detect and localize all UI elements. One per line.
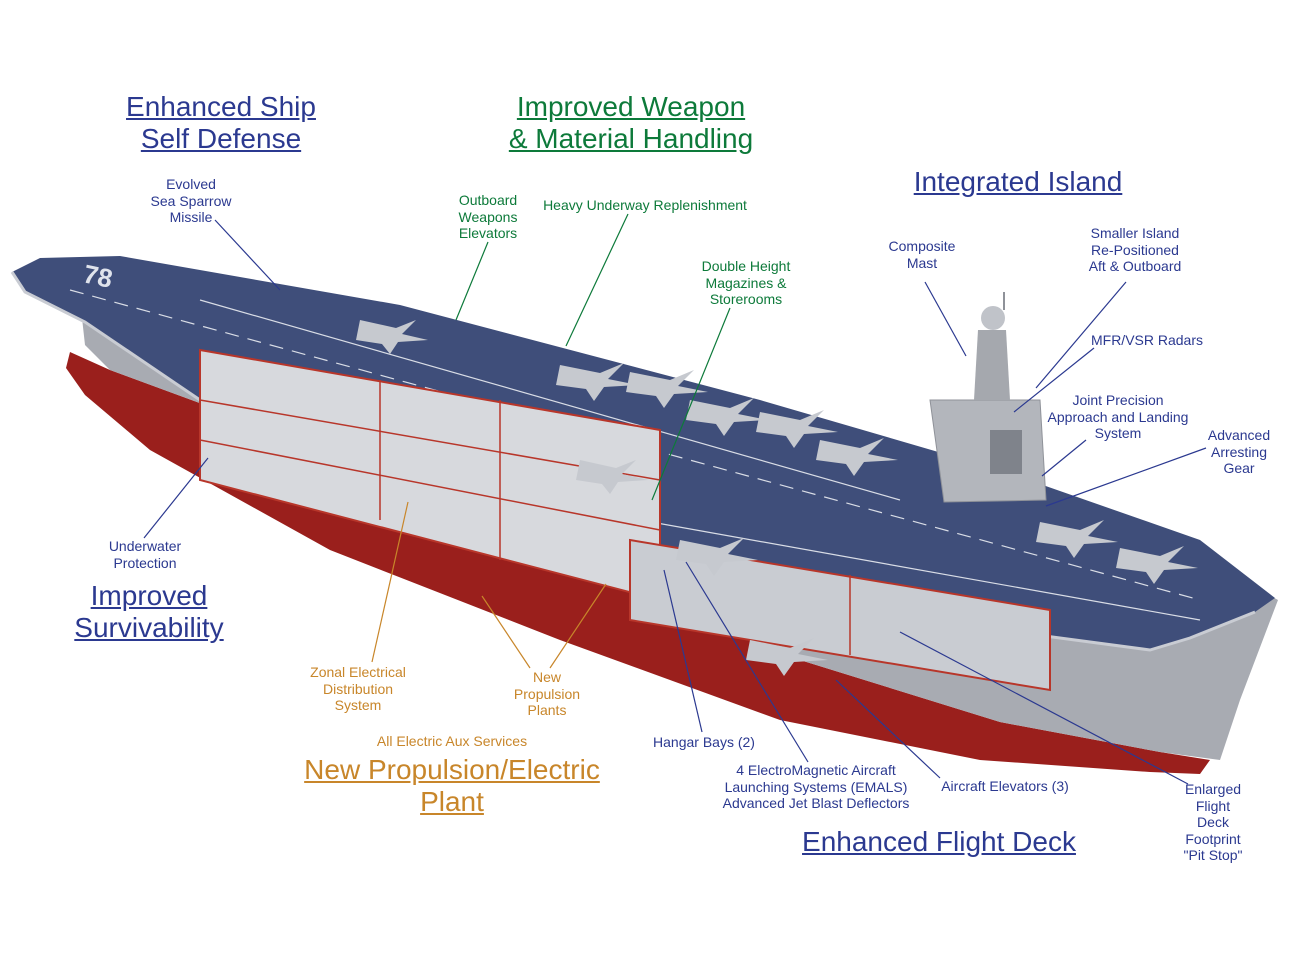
leader-line: [143, 457, 209, 539]
leader-line: [371, 501, 409, 663]
leader-line: [835, 679, 941, 779]
cutaway-deck-line: [199, 439, 661, 531]
heading-improved-survivability: Improved Survivability: [74, 580, 224, 643]
aircraft: [356, 320, 1198, 676]
leader-line: [924, 281, 967, 357]
leader-line: [1035, 281, 1127, 389]
leader-line: [1045, 447, 1207, 507]
island-superstructure: [929, 399, 1047, 503]
label-zonal-electrical-distribution: Zonal Electrical Distribution System: [310, 664, 406, 713]
leader-line: [1041, 439, 1087, 477]
label-evolved-sea-sparrow-missile: Evolved Sea Sparrow Missile: [150, 176, 232, 225]
leader-line: [1013, 347, 1095, 413]
label-enlarged-flight-deck-footprint: Enlarged Flight Deck Footprint "Pit Stop…: [1183, 781, 1243, 863]
heading-improved-weapon-handling: Improved Weapon & Material Handling: [508, 91, 754, 154]
label-mfr-vsr-radars: MFR/VSR Radars: [1090, 332, 1204, 348]
island-radar-panel: [990, 430, 1022, 474]
deck-line: [639, 519, 1201, 621]
leader-line: [214, 219, 281, 291]
heading-integrated-island: Integrated Island: [913, 166, 1123, 197]
label-composite-mast: Composite Mast: [888, 238, 956, 271]
leader-line: [899, 631, 1189, 785]
leader-line: [455, 241, 489, 321]
cutaway-section: [629, 538, 1051, 692]
label-emals: 4 ElectroMagnetic Aircraft Launching Sys…: [722, 762, 910, 811]
label-double-height-magazines: Double Height Magazines & Storerooms: [701, 258, 791, 307]
leader-line: [481, 595, 531, 669]
label-joint-precision-approach-landing-system: Joint Precision Approach and Landing Sys…: [1047, 392, 1189, 441]
leader-line: [663, 569, 703, 733]
leader-line: [685, 561, 809, 763]
label-aircraft-elevators: Aircraft Elevators (3): [941, 778, 1069, 794]
hull-number: 78: [81, 259, 116, 294]
label-smaller-island: Smaller Island Re-Positioned Aft & Outbo…: [1088, 225, 1182, 274]
heading-enhanced-ship-self-defense: Enhanced Ship Self Defense: [126, 91, 316, 154]
label-hangar-bays: Hangar Bays (2): [653, 734, 755, 750]
heading-new-propulsion-electric-plant: New Propulsion/Electric Plant: [304, 754, 600, 817]
label-outboard-weapons-elevators: Outboard Weapons Elevators: [458, 192, 518, 241]
label-all-electric-aux-services: All Electric Aux Services: [376, 733, 528, 749]
label-heavy-underway-replenishment: Heavy Underway Replenishment: [543, 197, 747, 213]
deck-line: [199, 299, 901, 501]
mast-dome: [981, 306, 1005, 330]
label-underwater-protection: Underwater Protection: [108, 538, 182, 571]
label-new-propulsion-plants: New Propulsion Plants: [513, 669, 581, 718]
composite-mast: [974, 330, 1010, 400]
leader-line: [651, 307, 731, 501]
leader-line: [549, 583, 607, 669]
label-advanced-arresting-gear: Advanced Arresting Gear: [1207, 427, 1271, 476]
leader-line: [565, 213, 629, 347]
heading-enhanced-flight-deck: Enhanced Flight Deck: [802, 826, 1076, 857]
